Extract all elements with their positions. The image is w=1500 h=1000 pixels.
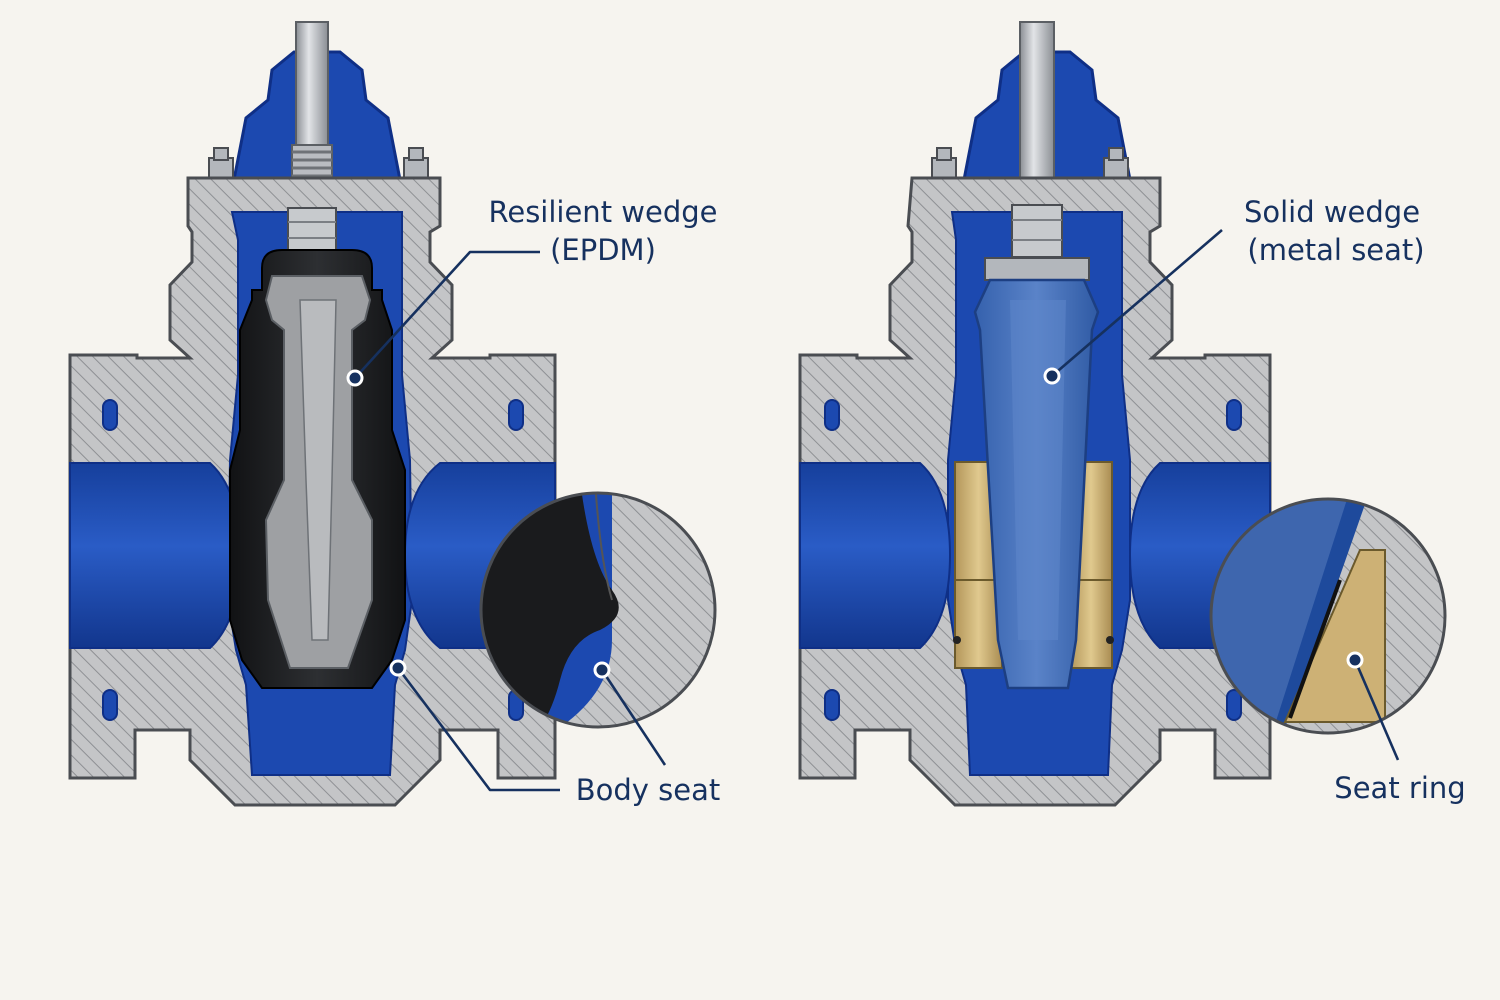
solid-wedge-valve [798, 21, 1447, 807]
solid-wedge-material-label: (metal seat) [1247, 233, 1424, 267]
body-seat-zoom [481, 493, 715, 727]
resilient-wedge-valve [68, 21, 717, 807]
solid-wedge-label: Solid wedge [1244, 195, 1420, 229]
inlet-bore [69, 462, 242, 649]
leader-seat-ring [1346, 651, 1400, 761]
flange-bolt-slots [824, 399, 1242, 721]
resilient-wedge-material-label: (EPDM) [550, 233, 656, 267]
bonnet-bolts [208, 147, 429, 179]
valve-stem [295, 21, 329, 151]
inlet-bore [799, 462, 952, 649]
leader-solid-wedge [1043, 229, 1223, 385]
resilient-wedge-label: Resilient wedge [489, 195, 718, 229]
bonnet-bolts [931, 147, 1129, 179]
body-seat-label: Body seat [576, 773, 721, 807]
stem-nut [984, 204, 1090, 281]
stem-nut [287, 207, 337, 257]
seat-ring-label: Seat ring [1334, 771, 1465, 805]
leader-resilient-wedge [346, 250, 540, 387]
seat-ring-zoom [1211, 499, 1445, 733]
leader-body-seat [389, 659, 667, 792]
flange-bolt-slots [102, 399, 524, 721]
